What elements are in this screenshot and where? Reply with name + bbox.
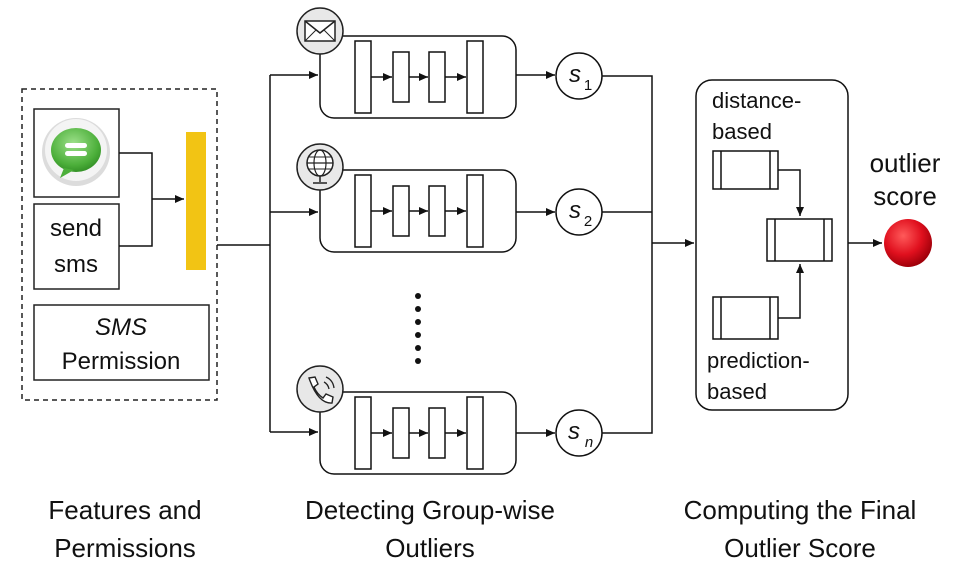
- caption-computing-line-2: Outlier Score: [724, 533, 876, 563]
- score-s2-sub: 2: [584, 213, 592, 230]
- permission-label: Permission: [62, 348, 181, 375]
- scores-merge-connector: [602, 75, 653, 434]
- features-panel: send sms SMS Permission: [21, 88, 218, 401]
- autoencoder-group-1: [296, 7, 517, 119]
- envelope-icon: [296, 7, 344, 55]
- distance-to-combined-arrow: [778, 169, 804, 216]
- feature-vector-bar: [186, 132, 206, 270]
- features-dashed-border: [21, 88, 218, 401]
- sms-app-icon: [42, 118, 110, 186]
- outlier-label-line-2: score: [873, 181, 937, 211]
- outlier-score-dot: [884, 219, 932, 267]
- caption-detecting-line-2: Outliers: [385, 533, 475, 563]
- combined-block: [766, 218, 833, 262]
- score-sn: s n: [555, 409, 603, 457]
- permission-box: SMS Permission: [33, 304, 210, 381]
- prediction-label-line-1: prediction-: [707, 348, 810, 373]
- api-call-line-1: send: [50, 215, 102, 242]
- outlier-label-line-1: outlier: [870, 148, 941, 178]
- score-sn-var: s: [568, 418, 580, 445]
- caption-features-line-1: Features and: [48, 495, 201, 525]
- final-score-panel: distance- based prediction- based: [695, 79, 849, 411]
- more-groups-ellipsis: [415, 293, 421, 364]
- caption-features: Features and Permissions: [48, 495, 201, 563]
- autoencoder-group-n: [296, 365, 517, 475]
- distance-block: [712, 150, 779, 190]
- caption-detecting: Detecting Group-wise Outliers: [305, 495, 555, 563]
- score-sn-sub: n: [585, 434, 593, 451]
- prediction-label-line-2: based: [707, 379, 767, 404]
- score-s1-var: s: [569, 61, 581, 88]
- phone-icon: [296, 365, 344, 413]
- score-s1-sub: 1: [584, 77, 592, 94]
- api-call-box: send sms: [33, 203, 120, 290]
- score-s2: s 2: [555, 188, 603, 236]
- prediction-block: [712, 296, 779, 340]
- permission-name: SMS: [95, 314, 147, 341]
- caption-computing: Computing the Final Outlier Score: [684, 495, 917, 563]
- caption-features-line-2: Permissions: [54, 533, 196, 563]
- globe-icon: [296, 143, 344, 191]
- caption-detecting-line-1: Detecting Group-wise: [305, 495, 555, 525]
- sms-app-icon-box: [33, 108, 120, 198]
- api-call-line-2: sms: [54, 251, 98, 278]
- distance-label-line-1: distance-: [712, 88, 801, 113]
- score-s2-var: s: [569, 197, 581, 224]
- feature-merge-connector: [119, 152, 153, 247]
- caption-computing-line-1: Computing the Final: [684, 495, 917, 525]
- prediction-to-combined-arrow: [778, 264, 804, 319]
- distance-label-line-2: based: [712, 119, 772, 144]
- autoencoder-group-2: [296, 143, 517, 253]
- score-s1: s 1: [555, 52, 603, 100]
